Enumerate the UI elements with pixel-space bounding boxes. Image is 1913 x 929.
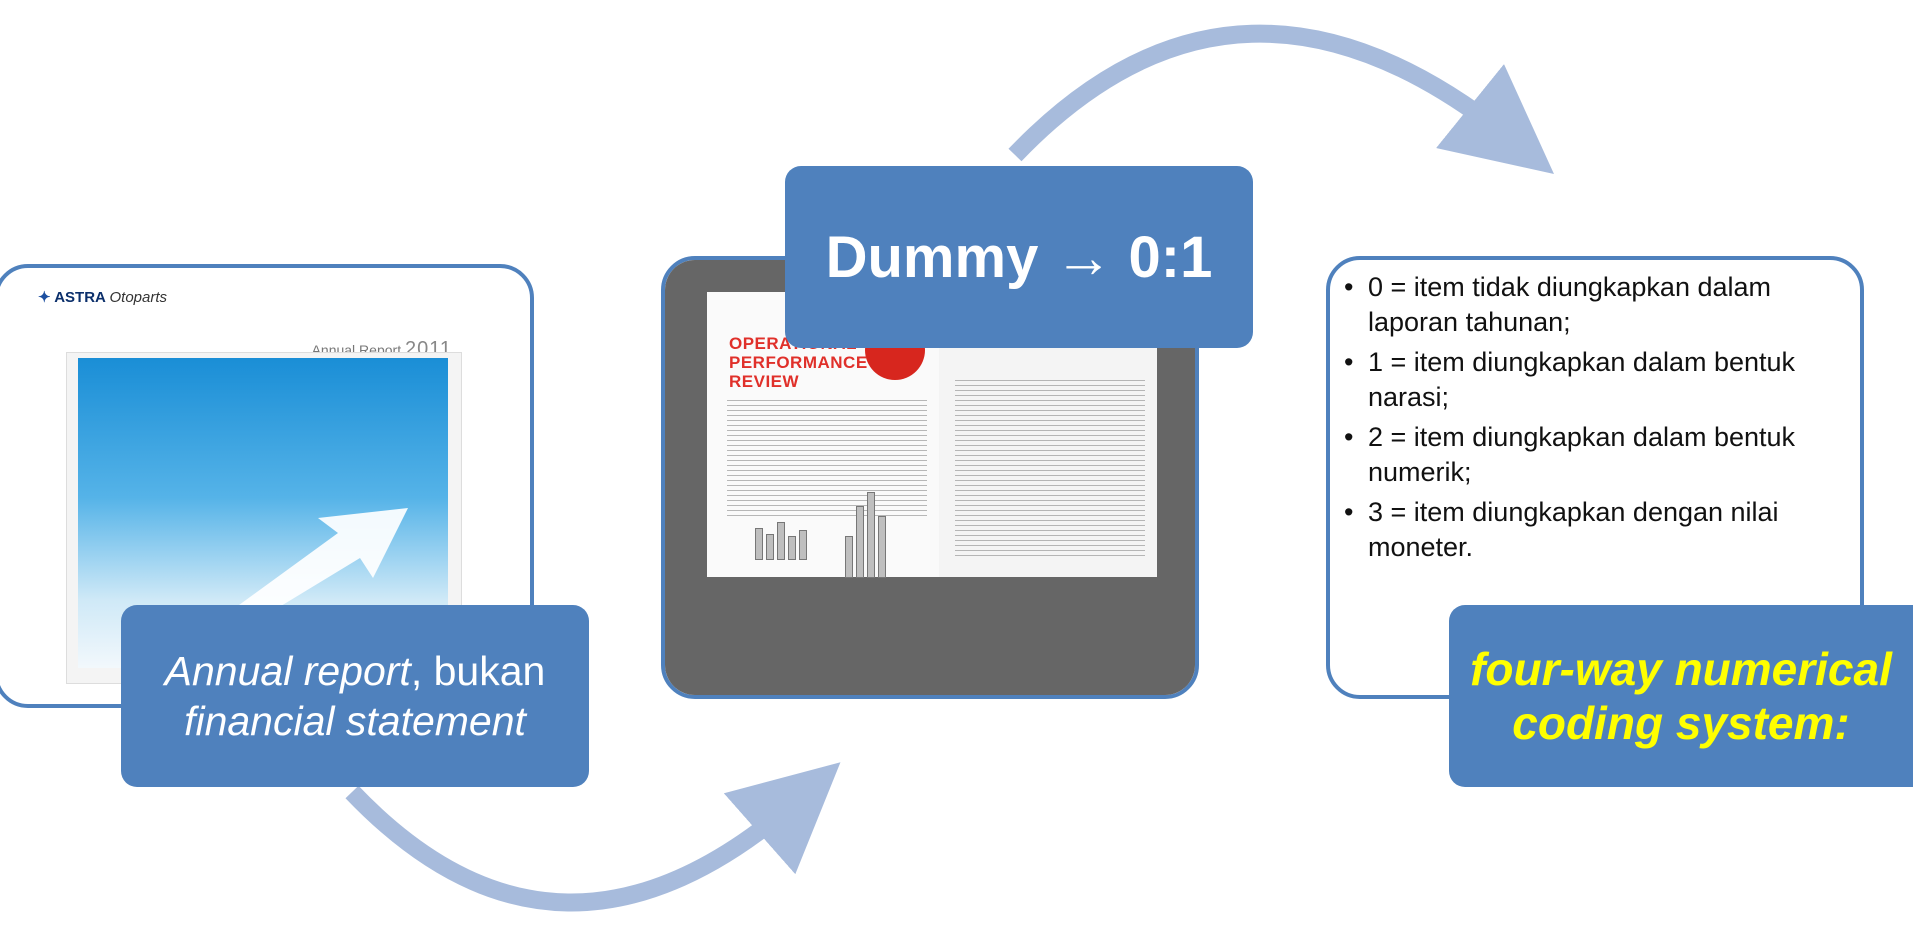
dummy-label-text: Dummy → 0:1 [825,224,1213,290]
bullet-item-0: 0 = item tidak diungkapkan dalam laporan… [1342,270,1812,340]
magazine-text-block [727,400,927,520]
coding-bullet-list: 0 = item tidak diungkapkan dalam laporan… [1342,270,1812,570]
cover-brand: ASTRA [54,289,106,306]
coding-label-line2: coding system: [1512,697,1850,749]
bottom-curved-arrow [345,762,841,912]
top-curved-arrow [1008,24,1555,174]
magazine-heading-line3: REVIEW [729,372,800,391]
bullet-item-2: 2 = item diungkapkan dalam bentuk numeri… [1342,420,1812,490]
astra-logo-icon: ✦ [38,289,51,306]
magazine-bar-chart [755,522,807,560]
magazine-text-block [955,380,1145,560]
annual-report-label: Annual report, bukan financial statement [121,605,589,787]
coding-system-label: four-way numerical coding system: [1449,605,1913,787]
coding-label-line1: four-way numerical [1470,643,1892,695]
cover-logo: ✦ ASTRA Otoparts [38,288,167,306]
magazine-bar-chart [845,492,886,578]
dummy-label: Dummy → 0:1 [785,166,1253,348]
label-financial-statement: financial statement [184,698,526,744]
label-bukan: , bukan [410,648,546,694]
magazine-heading-line2: PERFORMANCE [729,353,868,372]
label-annual-report: Annual report [164,648,411,694]
bullet-item-1: 1 = item diungkapkan dalam bentuk narasi… [1342,345,1812,415]
annual-report-label-line1: Annual report, bukan [165,646,546,696]
bullet-item-3: 3 = item diungkapkan dengan nilai monete… [1342,495,1812,565]
cover-brand-suffix: Otoparts [109,289,168,306]
